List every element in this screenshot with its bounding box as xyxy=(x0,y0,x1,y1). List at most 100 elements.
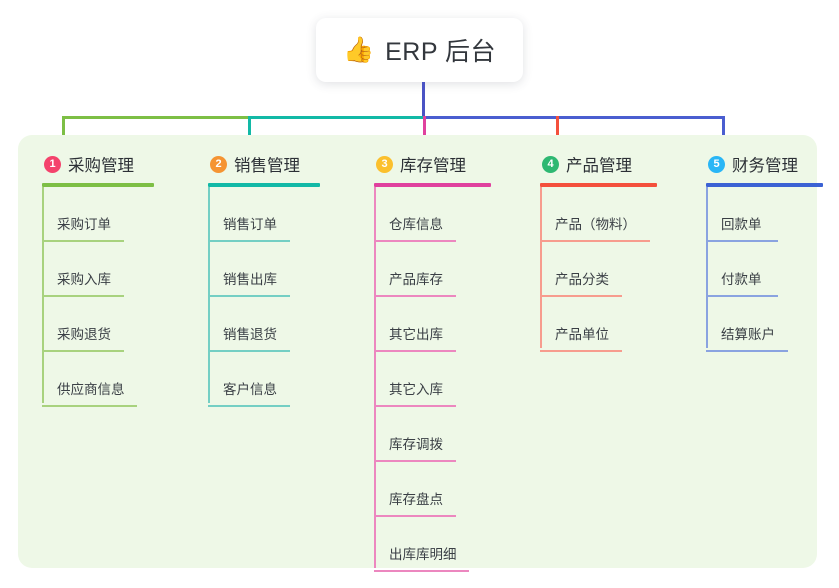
list-item[interactable]: 产品分类 xyxy=(540,242,657,297)
list-item[interactable]: 销售订单 xyxy=(208,187,320,242)
list-item-label: 其它出库 xyxy=(389,327,443,342)
category-title-3: 库存管理 xyxy=(400,157,466,175)
category-column-1: 1 采购管理采购订单采购入库采购退货供应商信息 xyxy=(42,149,154,407)
list-item[interactable]: 其它出库 xyxy=(374,297,491,352)
list-item-rule xyxy=(540,240,650,242)
list-item-label: 出库库明细 xyxy=(389,547,457,562)
connector-trunk xyxy=(422,82,425,119)
list-item-rule xyxy=(540,295,622,297)
list-item-label: 其它入库 xyxy=(389,382,443,397)
list-item-label: 销售退货 xyxy=(223,327,277,342)
list-item[interactable]: 供应商信息 xyxy=(42,352,154,407)
list-item[interactable]: 仓库信息 xyxy=(374,187,491,242)
connector-drop-5 xyxy=(722,116,725,146)
list-item-rule xyxy=(374,350,456,352)
list-item[interactable]: 库存盘点 xyxy=(374,462,491,517)
category-header-1[interactable]: 1 采购管理 xyxy=(42,149,154,179)
root-node[interactable]: 👍 ERP 后台 xyxy=(316,18,523,82)
thumbs-up-icon: 👍 xyxy=(342,35,375,64)
list-item-rule xyxy=(374,515,456,517)
connector-segment-3 xyxy=(423,116,725,119)
list-item-rule xyxy=(374,295,456,297)
list-item-rule xyxy=(706,240,778,242)
list-item-rule xyxy=(706,350,788,352)
list-item-rule xyxy=(540,350,622,352)
list-item-label: 产品分类 xyxy=(555,272,609,287)
list-item[interactable]: 客户信息 xyxy=(208,352,320,407)
root-title: ERP 后台 xyxy=(385,38,497,66)
category-underline-4 xyxy=(540,183,657,187)
connector-segment-2 xyxy=(248,116,426,119)
list-item[interactable]: 付款单 xyxy=(706,242,823,297)
category-badge-5: 5 xyxy=(708,155,725,173)
list-item-label: 产品单位 xyxy=(555,327,609,342)
list-item-label: 库存调拨 xyxy=(389,437,443,452)
category-badge-1: 1 xyxy=(44,155,61,173)
list-item-rule xyxy=(374,405,456,407)
list-item-rule xyxy=(374,460,456,462)
list-item-rule xyxy=(374,240,456,242)
list-item-rule xyxy=(42,295,124,297)
category-column-5: 5 财务管理回款单付款单结算账户 xyxy=(706,149,823,352)
category-items-3: 仓库信息产品库存其它出库其它入库库存调拨库存盘点出库库明细 xyxy=(374,187,491,572)
connector-drop-3 xyxy=(423,116,426,146)
category-badge-4: 4 xyxy=(542,155,559,173)
list-item-rule xyxy=(208,350,290,352)
category-underline-1 xyxy=(42,183,154,187)
list-item[interactable]: 销售出库 xyxy=(208,242,320,297)
list-item-rule xyxy=(208,240,290,242)
list-item-label: 采购订单 xyxy=(57,217,111,232)
list-item-label: 采购入库 xyxy=(57,272,111,287)
category-underline-3 xyxy=(374,183,491,187)
category-title-1: 采购管理 xyxy=(68,157,134,175)
list-item[interactable]: 出库库明细 xyxy=(374,517,491,572)
list-item[interactable]: 采购订单 xyxy=(42,187,154,242)
list-item-label: 采购退货 xyxy=(57,327,111,342)
list-item-label: 销售订单 xyxy=(223,217,277,232)
list-item[interactable]: 采购入库 xyxy=(42,242,154,297)
category-title-5: 财务管理 xyxy=(732,157,798,175)
list-item-rule xyxy=(42,350,124,352)
connector-drop-4 xyxy=(556,116,559,146)
list-item-rule xyxy=(706,295,778,297)
list-item-label: 回款单 xyxy=(721,217,762,232)
category-badge-2: 2 xyxy=(210,155,227,173)
list-item-rule xyxy=(42,240,124,242)
list-item-label: 产品（物料） xyxy=(555,217,636,232)
connector-drop-1 xyxy=(62,116,65,146)
category-underline-5 xyxy=(706,183,823,187)
category-items-5: 回款单付款单结算账户 xyxy=(706,187,823,352)
list-item-label: 付款单 xyxy=(721,272,762,287)
category-header-5[interactable]: 5 财务管理 xyxy=(706,149,823,179)
list-item-label: 客户信息 xyxy=(223,382,277,397)
list-item-rule xyxy=(42,405,137,407)
list-item[interactable]: 库存调拨 xyxy=(374,407,491,462)
list-item-label: 销售出库 xyxy=(223,272,277,287)
list-item[interactable]: 销售退货 xyxy=(208,297,320,352)
list-item[interactable]: 产品（物料） xyxy=(540,187,657,242)
list-item-label: 结算账户 xyxy=(721,327,775,342)
list-item-rule xyxy=(208,295,290,297)
items-stem-4 xyxy=(540,187,542,348)
list-item[interactable]: 其它入库 xyxy=(374,352,491,407)
list-item-label: 库存盘点 xyxy=(389,492,443,507)
list-item[interactable]: 回款单 xyxy=(706,187,823,242)
list-item-label: 仓库信息 xyxy=(389,217,443,232)
items-stem-5 xyxy=(706,187,708,348)
list-item-label: 供应商信息 xyxy=(57,382,125,397)
list-item-label: 产品库存 xyxy=(389,272,443,287)
list-item[interactable]: 产品库存 xyxy=(374,242,491,297)
list-item[interactable]: 产品单位 xyxy=(540,297,657,352)
list-item-rule xyxy=(374,570,469,572)
list-item[interactable]: 结算账户 xyxy=(706,297,823,352)
list-item[interactable]: 采购退货 xyxy=(42,297,154,352)
list-item-rule xyxy=(208,405,290,407)
items-stem-3 xyxy=(374,187,376,568)
